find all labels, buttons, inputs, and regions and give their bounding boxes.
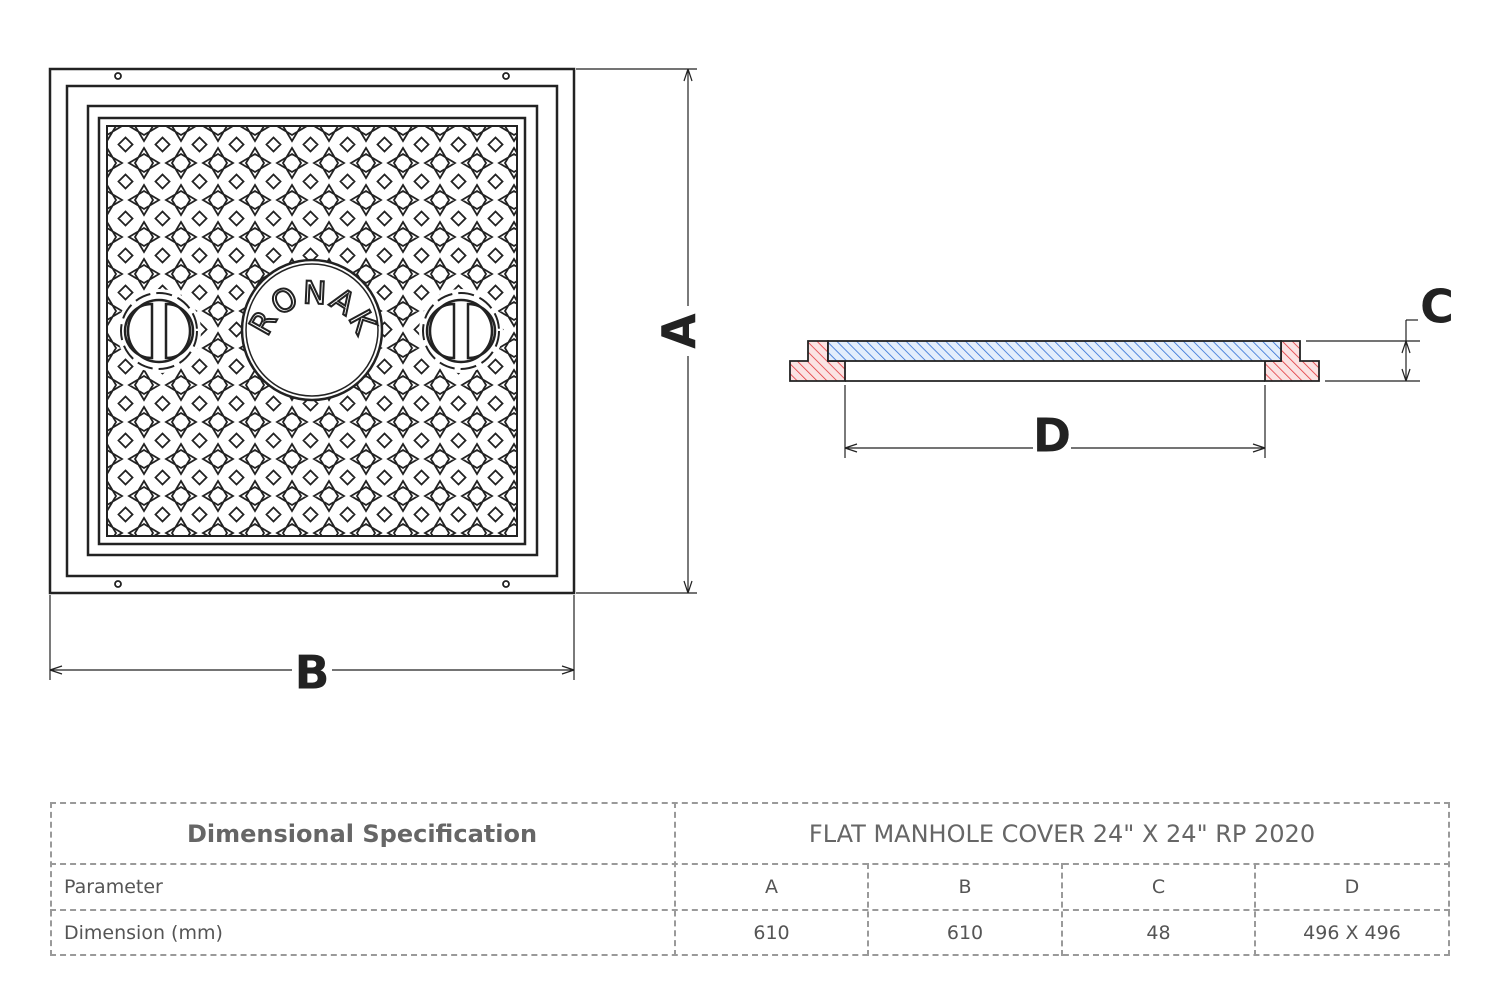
dimensional-specification-table: Dimensional Specification FLAT MANHOLE C… <box>50 802 1450 956</box>
outer-frame <box>48 67 576 595</box>
bolt-hole <box>502 72 510 80</box>
row-label-dimension: Dimension (mm) <box>64 921 223 944</box>
table-divider <box>674 802 676 956</box>
table-title: Dimensional Specification <box>186 819 538 848</box>
parameter-b: B <box>958 876 972 898</box>
dimension-value-a: 610 <box>753 921 790 944</box>
bolt-hole <box>502 580 510 588</box>
dimension-value-c: 48 <box>1146 921 1171 944</box>
dimension-c <box>1306 319 1420 382</box>
manhole-cover-drawing: RONAK A B <box>48 67 1454 700</box>
table-border <box>1448 802 1450 956</box>
bolt-hole <box>114 72 122 80</box>
pattern-border <box>106 125 518 537</box>
dimension-label-c: C <box>1420 280 1454 334</box>
section-view: C D <box>789 280 1454 463</box>
table-divider <box>1254 863 1256 956</box>
cover-plate-border <box>97 116 527 546</box>
lifting-keyhole-left <box>117 289 201 373</box>
table-divider <box>867 863 869 956</box>
table-border <box>50 802 52 956</box>
parameter-a: A <box>765 876 778 898</box>
row-label-parameter: Parameter <box>64 876 163 898</box>
cover-plate-edge <box>86 104 539 557</box>
cover-section <box>827 340 1282 362</box>
bolt-hole <box>114 580 122 588</box>
logo-medallion: RONAK <box>240 258 384 402</box>
table-border <box>50 802 1450 804</box>
top-view: RONAK A B <box>48 67 706 700</box>
dimension-d <box>844 385 1266 458</box>
dimension-label-d: D <box>1033 409 1071 463</box>
inner-frame <box>65 84 559 578</box>
lifting-keyhole-right <box>419 289 503 373</box>
product-name: FLAT MANHOLE COVER 24" X 24" RP 2020 <box>808 819 1316 848</box>
table-divider <box>1061 863 1063 956</box>
dimension-label-a: A <box>652 313 706 349</box>
dimension-value-d: 496 X 496 <box>1303 921 1401 944</box>
dimension-a <box>576 68 697 594</box>
dimension-label-b: B <box>294 646 329 700</box>
dimension-value-b: 610 <box>946 921 984 944</box>
parameter-c: C <box>1151 876 1166 898</box>
parameter-d: D <box>1344 876 1360 898</box>
table-divider <box>50 909 1450 911</box>
table-divider <box>50 863 1450 865</box>
table-border <box>50 954 1450 956</box>
dimension-b <box>49 595 575 680</box>
